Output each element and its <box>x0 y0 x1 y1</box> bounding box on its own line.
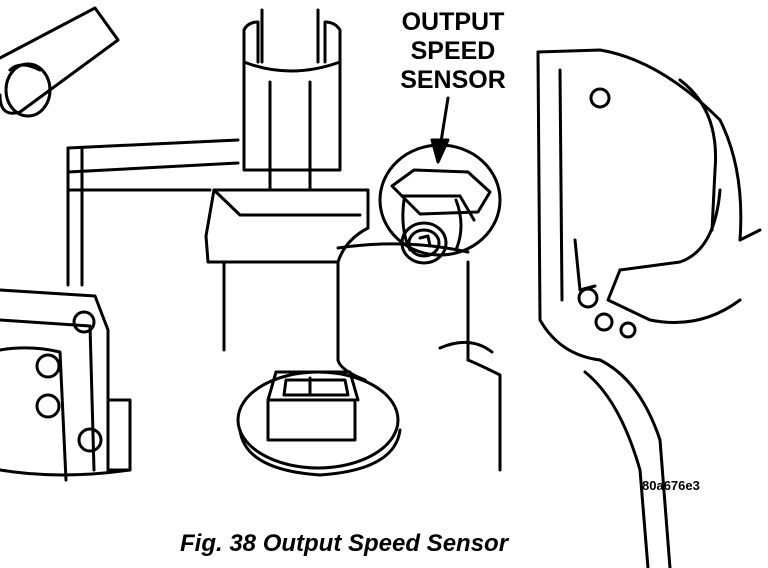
central-column <box>336 242 502 472</box>
sensor-callout-label: OUTPUT SPEED SENSOR <box>388 8 518 95</box>
step-block <box>204 188 370 352</box>
housing-ledge <box>66 138 240 287</box>
right-housing <box>536 48 762 568</box>
left-plate <box>0 288 132 482</box>
upper-left-roller <box>0 6 120 118</box>
callout-line-3: SENSOR <box>400 66 506 94</box>
callout-line-1: OUTPUT <box>401 8 505 36</box>
vertical-tube <box>242 8 342 192</box>
callout-line-2: SPEED <box>410 37 496 65</box>
figure-code: 80a676e3 <box>642 478 700 493</box>
figure-caption: Fig. 38 Output Speed Sensor <box>180 530 509 557</box>
callout-arrow <box>430 96 450 164</box>
connector-block <box>236 370 402 477</box>
